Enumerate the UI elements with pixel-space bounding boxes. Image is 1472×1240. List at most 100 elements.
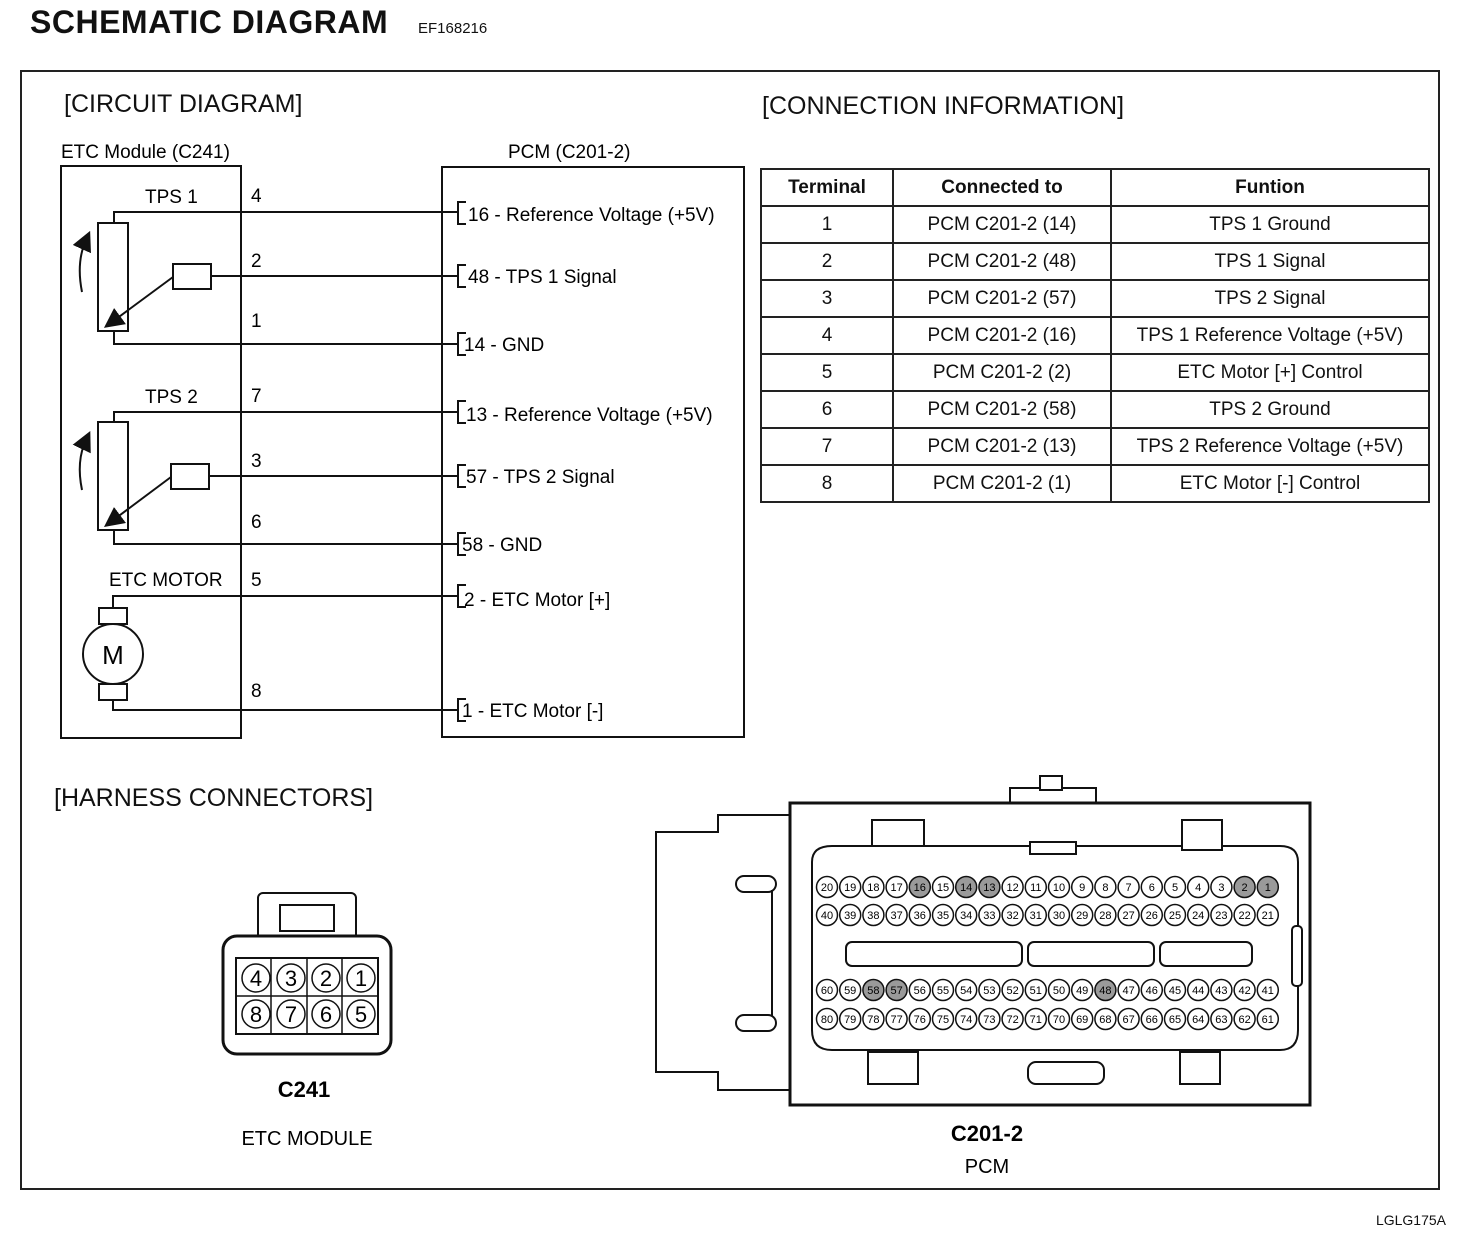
connector-pin (1233, 875, 1256, 899)
table-header: Funtion (1110, 168, 1430, 207)
connector-pin (1186, 978, 1210, 1002)
wire-pin8 (112, 700, 458, 711)
table-cell: PCM C201-2 (16) (892, 316, 1112, 355)
connector-pin-number: 8 (250, 1002, 262, 1027)
connector-pin (1024, 903, 1048, 927)
pcm-pin-label: 57 - TPS 2 Signal (466, 467, 615, 488)
connector-pin (1163, 903, 1187, 927)
connector-pin-number: 68 (1099, 1014, 1111, 1026)
connector-pin-number: 11 (1030, 882, 1041, 894)
table-cell: ETC Motor [-] Control (1110, 464, 1430, 503)
connector-pin-number: 49 (1076, 985, 1088, 997)
connector-pin (1233, 903, 1256, 927)
tps1-rotation-arrow (72, 230, 91, 293)
connector-pin-number: 39 (844, 910, 856, 922)
connector-pin-number: 53 (983, 985, 995, 997)
motor-brush-bottom (98, 683, 128, 701)
connector-pin-number: 66 (1146, 1014, 1158, 1026)
module-pin-number: 1 (251, 311, 262, 332)
table-cell: TPS 2 Ground (1110, 390, 1430, 429)
connector-pin (862, 978, 885, 1002)
connector-pin (1094, 978, 1117, 1002)
connector-pin-number: 57 (890, 985, 902, 997)
connector-pin (862, 903, 885, 927)
connector-pin (954, 875, 978, 899)
connector-pin-number: 2 (1242, 882, 1248, 894)
connector-pin (1047, 903, 1071, 927)
connector-pin-number: 72 (1006, 1014, 1018, 1026)
table-cell: PCM C201-2 (13) (892, 427, 1112, 466)
connector-pin (1070, 1007, 1094, 1031)
connector-pin (1163, 875, 1187, 899)
connector-pin (978, 903, 1001, 927)
connector-pin (1256, 1007, 1280, 1031)
pcm-pin-label: 58 - GND (462, 535, 542, 556)
connector-pin (815, 1007, 839, 1031)
connector-pin-number: 44 (1192, 985, 1204, 997)
connector-pin-number: 56 (914, 985, 926, 997)
connector-pin-number: 25 (1169, 910, 1181, 922)
connector-pin (1186, 875, 1210, 899)
connector-pin-number: 16 (914, 882, 926, 894)
connector-pin-number: 3 (285, 966, 297, 991)
connector-pin-number: 19 (844, 882, 856, 894)
connector-pin-number: 33 (983, 910, 995, 922)
table-cell: TPS 1 Ground (1110, 205, 1430, 244)
connector-pin-number: 38 (867, 910, 879, 922)
connector-pin (311, 999, 341, 1029)
module-pin-number: 7 (251, 386, 262, 407)
table-cell: TPS 1 Signal (1110, 242, 1430, 281)
document-code: EF168216 (418, 20, 488, 37)
connector-pin-number: 18 (867, 882, 879, 894)
tps2-resistor (97, 421, 129, 531)
connector-pin (241, 963, 271, 993)
diagram-frame (20, 70, 1440, 1190)
pcm-pin-label: 16 - Reference Voltage (+5V) (468, 205, 715, 226)
connector-pin-number: 65 (1169, 1014, 1181, 1026)
connector-pin (1070, 903, 1094, 927)
pcm-pin-label: 1 - ETC Motor [-] (462, 701, 603, 722)
footer-code: LGLG175A (1375, 1212, 1446, 1228)
table-header: Connected to (892, 168, 1112, 207)
connector-pin (931, 903, 955, 927)
connector-pin (1140, 1007, 1164, 1031)
connector-pin (931, 978, 955, 1002)
circuit-diagram-heading: [CIRCUIT DIAGRAM] (64, 90, 303, 118)
connector-pin-number: 52 (1006, 985, 1018, 997)
connector-pin-number: 41 (1262, 985, 1274, 997)
connector-pin (1210, 978, 1233, 1002)
connector-pin-number: 73 (983, 1014, 995, 1026)
tps2-wiper-arrow (103, 476, 172, 527)
connector-pin (1094, 875, 1117, 899)
connector-pin-number: 54 (960, 985, 972, 997)
connector-pin-number: 6 (1149, 882, 1155, 894)
connector-pin-number: 24 (1192, 910, 1204, 922)
tps2-label: TPS 2 (145, 387, 198, 408)
connector-pin-number: 70 (1053, 1014, 1065, 1026)
connector-pin (1140, 875, 1164, 899)
connector-pin-number: 23 (1215, 910, 1227, 922)
connector-pin (885, 875, 908, 899)
connector-pin-number: 10 (1053, 882, 1065, 894)
connector-pin-number: 22 (1238, 910, 1250, 922)
tps2-rotation-arrow (72, 430, 91, 491)
connector-pin (1070, 978, 1094, 1002)
connector-pin (908, 903, 932, 927)
connector-pin (346, 963, 376, 993)
c201-description: PCM (965, 1156, 1009, 1178)
connector-pin-number: 7 (285, 1002, 297, 1027)
table-cell: 3 (760, 279, 894, 318)
connector-pin-number: 48 (1099, 985, 1111, 997)
connector-pin-number: 1 (1265, 882, 1271, 894)
connector-pin-number: 4 (1195, 882, 1201, 894)
connector-pin-number: 61 (1262, 1014, 1274, 1026)
connector-pin-number: 1 (355, 966, 367, 991)
connector-pin (1001, 903, 1024, 927)
connector-pin-number: 64 (1192, 1014, 1204, 1026)
connector-pin (931, 1007, 955, 1031)
